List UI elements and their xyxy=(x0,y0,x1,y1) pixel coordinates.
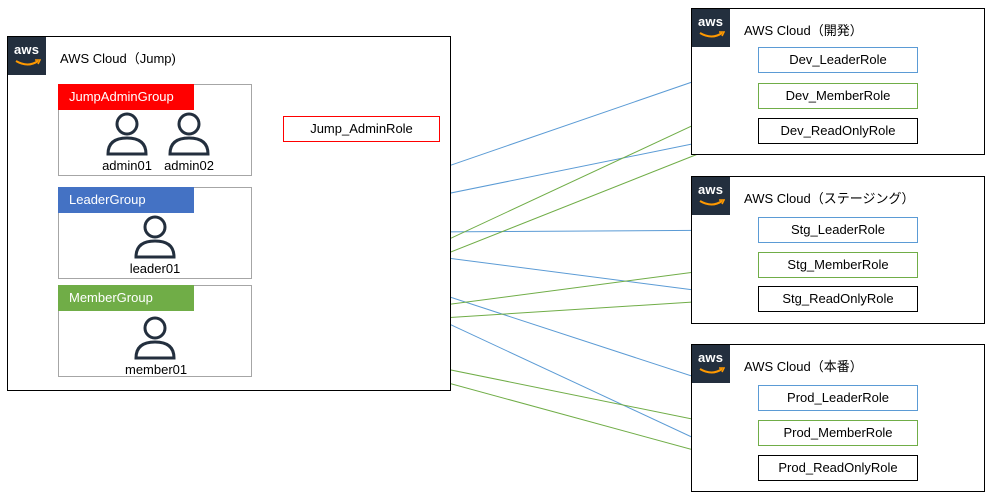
aws-logo-icon: aws xyxy=(8,37,46,75)
aws-logo-icon: aws xyxy=(692,9,730,47)
member-group-label: MemberGroup xyxy=(58,285,194,311)
role-stg-readonly: Stg_ReadOnlyRole xyxy=(758,286,918,312)
user-admin01: admin01 xyxy=(97,110,157,173)
role-stg-leader: Stg_LeaderRole xyxy=(758,217,918,243)
role-prod-readonly: Prod_ReadOnlyRole xyxy=(758,455,918,481)
user-admin02: admin02 xyxy=(159,110,219,173)
role-dev-readonly: Dev_ReadOnlyRole xyxy=(758,118,918,144)
user-icon xyxy=(134,215,176,259)
leader-group-label: LeaderGroup xyxy=(58,187,194,213)
user-icon xyxy=(106,112,148,156)
role-dev-member: Dev_MemberRole xyxy=(758,83,918,109)
user-icon xyxy=(168,112,210,156)
role-prod-member: Prod_MemberRole xyxy=(758,420,918,446)
jump-admin-group: JumpAdminGroup admin01 admin02 xyxy=(58,84,252,176)
jump-cloud-title: AWS Cloud（Jump) xyxy=(60,51,176,66)
user-name: member01 xyxy=(125,362,188,377)
aws-logo-icon: aws xyxy=(692,345,730,383)
role-jump-admin: Jump_AdminRole xyxy=(283,116,440,142)
role-stg-member: Stg_MemberRole xyxy=(758,252,918,278)
member-group: MemberGroup member01 xyxy=(58,285,252,377)
user-member01: member01 xyxy=(125,314,188,377)
aws-logo-icon: aws xyxy=(692,177,730,215)
user-name: leader01 xyxy=(129,261,181,276)
user-leader01: leader01 xyxy=(125,213,185,276)
role-dev-leader: Dev_LeaderRole xyxy=(758,47,918,73)
jump-cloud: aws AWS Cloud（Jump) JumpAdminGroup admin… xyxy=(7,36,451,391)
dev-cloud-title: AWS Cloud（開発） xyxy=(744,23,863,38)
role-prod-leader: Prod_LeaderRole xyxy=(758,385,918,411)
user-icon xyxy=(134,316,176,360)
user-name: admin01 xyxy=(102,158,152,173)
jump-admin-group-label: JumpAdminGroup xyxy=(58,84,194,110)
stg-cloud-title: AWS Cloud（ステージング） xyxy=(744,191,915,206)
prod-cloud-title: AWS Cloud（本番） xyxy=(744,359,863,374)
leader-group: LeaderGroup leader01 xyxy=(58,187,252,279)
user-name: admin02 xyxy=(164,158,214,173)
